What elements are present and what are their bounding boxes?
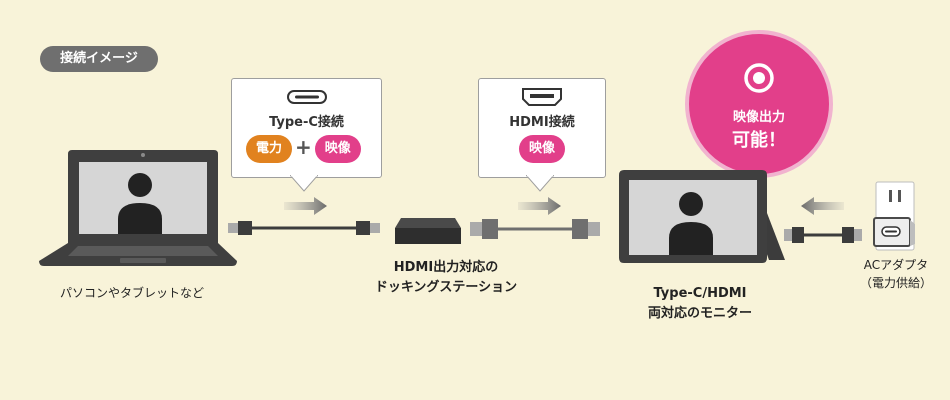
typec-connection-title: Type-C接続 <box>269 115 344 130</box>
plus-sign: + <box>295 135 312 159</box>
hdmi-bubble-pointer <box>526 175 554 192</box>
typec-cable <box>228 221 380 235</box>
typec-direction-arrow-icon <box>284 197 327 215</box>
video-pill: 映像 <box>314 135 361 163</box>
laptop-illustration <box>39 150 237 266</box>
typec-connection-bubble: Type-C接続 電力+映像 <box>231 78 382 178</box>
video-output-text: 映像出力 <box>732 110 785 125</box>
connection-image-badge: 接続イメージ <box>40 46 158 72</box>
video-output-highlight: 映像出力 可能！ <box>685 30 833 178</box>
target-icon <box>744 63 774 93</box>
laptop-label: パソコンやタブレットなど <box>59 286 204 300</box>
power-cable <box>784 227 862 243</box>
dock-label-line2: ドッキングステーション <box>374 280 518 295</box>
monitor-illustration <box>619 170 785 263</box>
monitor-label-line1: Type-C/HDMI <box>653 286 747 301</box>
hdmi-cable <box>470 219 600 239</box>
ac-adapter-illustration <box>873 181 915 251</box>
monitor-label-line2: 両対応のモニター <box>647 306 752 321</box>
power-direction-arrow-icon <box>801 197 844 215</box>
hdmi-connection-bubble: HDMI接続 映像 <box>478 78 606 178</box>
adapter-label-line1: ACアダプタ <box>863 258 929 272</box>
hdmi-port-icon <box>522 88 562 106</box>
hdmi-connection-title: HDMI接続 <box>509 115 575 130</box>
docking-station-illustration <box>395 218 461 244</box>
adapter-label-line2: （電力供給） <box>859 276 932 290</box>
typec-port-icon <box>287 90 327 104</box>
typec-bubble-pointer <box>290 175 318 192</box>
power-pill: 電力 <box>246 135 293 163</box>
hdmi-direction-arrow-icon <box>518 197 561 215</box>
hdmi-video-pill: 映像 <box>518 135 565 163</box>
possible-text: 可能！ <box>732 130 786 151</box>
dock-label-line1: HDMI出力対応の <box>393 260 499 275</box>
